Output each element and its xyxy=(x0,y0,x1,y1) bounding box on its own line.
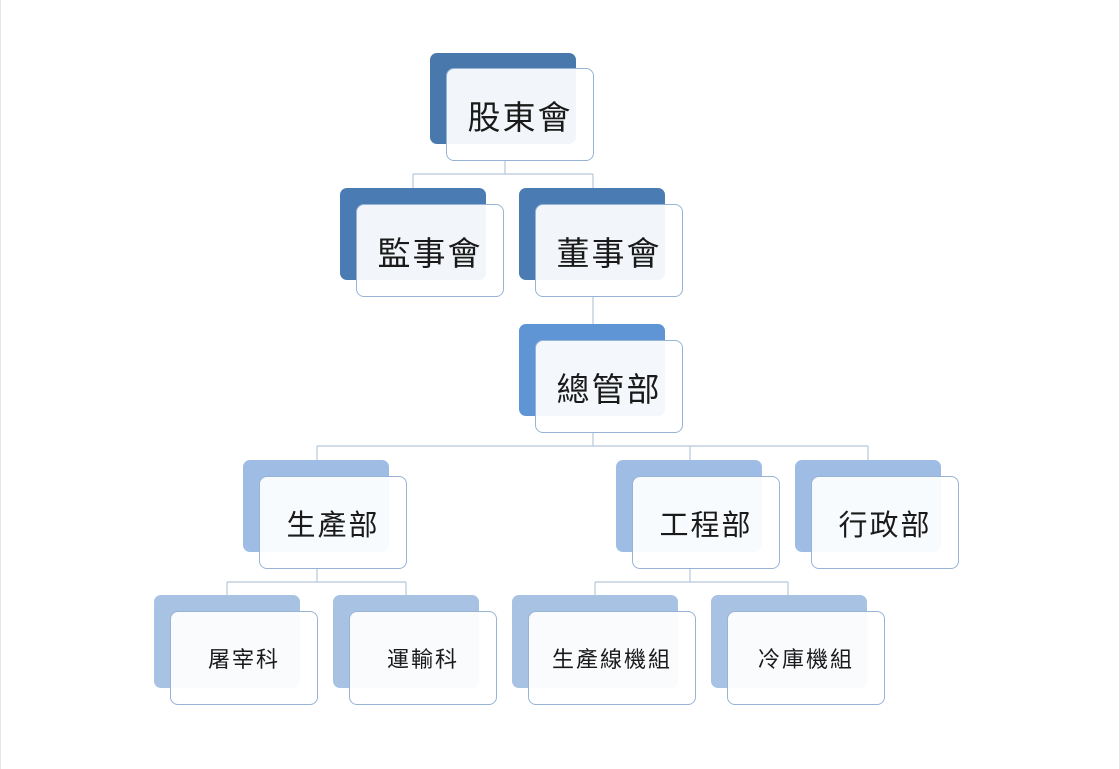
node-administration-dept-label: 行政部 xyxy=(811,476,959,569)
node-general-management: 總管部 xyxy=(519,324,683,433)
node-board: 董事會 xyxy=(519,188,683,297)
node-supervisors: 監事會 xyxy=(340,188,504,297)
node-general-management-label: 總管部 xyxy=(535,340,683,433)
node-engineering-dept: 工程部 xyxy=(616,460,780,569)
node-shareholders-label: 股東會 xyxy=(446,68,594,161)
node-production-dept-label: 生產部 xyxy=(259,476,407,569)
node-production-line-unit-label: 生產線機組 xyxy=(528,611,696,705)
node-administration-dept: 行政部 xyxy=(795,460,959,569)
node-cold-storage-unit-label: 冷庫機組 xyxy=(727,611,885,705)
node-supervisors-label: 監事會 xyxy=(356,204,504,297)
node-shareholders: 股東會 xyxy=(430,53,594,161)
node-transport-section-label: 運輸科 xyxy=(349,611,497,705)
node-board-label: 董事會 xyxy=(535,204,683,297)
node-production-line-unit: 生產線機組 xyxy=(512,595,696,705)
node-transport-section: 運輸科 xyxy=(333,595,497,705)
node-slaughter-section-label: 屠宰科 xyxy=(170,611,318,705)
node-slaughter-section: 屠宰科 xyxy=(154,595,318,705)
node-engineering-dept-label: 工程部 xyxy=(632,476,780,569)
node-production-dept: 生產部 xyxy=(243,460,407,569)
page-border-left xyxy=(0,0,1,769)
node-cold-storage-unit: 冷庫機組 xyxy=(711,595,885,705)
